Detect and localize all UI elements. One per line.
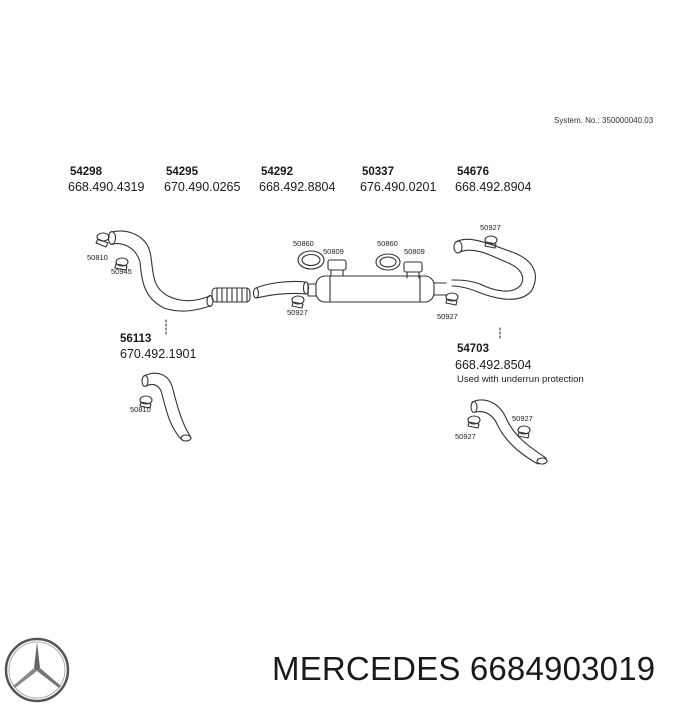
part-number-54298: 668.490.4319 bbox=[68, 180, 145, 194]
strap-50860-b bbox=[375, 253, 401, 271]
part-code-54295: 54295 bbox=[166, 166, 198, 178]
part-number-54292: 668.492.8804 bbox=[259, 180, 336, 194]
callout-50927-d: 50927 bbox=[455, 432, 476, 441]
part-code-54676: 54676 bbox=[457, 166, 489, 178]
callout-50810-top: 50810 bbox=[87, 253, 108, 262]
footer-part-reference: MERCEDES 6684903019 bbox=[272, 650, 655, 688]
brand-name: MERCEDES bbox=[272, 650, 461, 687]
pipe-54292 bbox=[252, 280, 310, 299]
part-code-54298: 54298 bbox=[70, 166, 102, 178]
muffler-50337 bbox=[307, 275, 447, 303]
part-number-56113: 670.492.1901 bbox=[120, 347, 197, 361]
callout-50945: 50945 bbox=[111, 267, 132, 276]
callout-50809-a: 50809 bbox=[323, 247, 344, 256]
clamp-50945 bbox=[114, 257, 129, 271]
clamp-50810-bottom bbox=[139, 395, 153, 409]
callout-50927-b: 50927 bbox=[480, 223, 501, 232]
clamp-50927-a bbox=[291, 295, 305, 309]
part-number-54295: 670.490.0265 bbox=[164, 180, 241, 194]
bracket-50809-a bbox=[327, 259, 347, 277]
clamp-50810-top bbox=[95, 232, 110, 248]
callout-50927-a: 50927 bbox=[287, 308, 308, 317]
part-number-50337: 676.490.0201 bbox=[360, 180, 437, 194]
tail-pipe-54676 bbox=[451, 238, 536, 300]
bracket-50809-b bbox=[403, 261, 423, 279]
strap-50860-a bbox=[297, 250, 325, 270]
pipe-56113 bbox=[141, 372, 192, 442]
clamp-50927-d bbox=[467, 415, 481, 429]
part-code-56113: 56113 bbox=[120, 333, 152, 345]
part-code-50337: 50337 bbox=[362, 166, 394, 178]
callout-50860-b: 50860 bbox=[377, 239, 398, 248]
part-code-54703: 54703 bbox=[457, 343, 489, 355]
part-number-54703: 668.492.8504 bbox=[455, 358, 532, 372]
footer-part-number: 6684903019 bbox=[469, 650, 656, 687]
callout-50860-a: 50860 bbox=[293, 239, 314, 248]
callout-50927-c: 50927 bbox=[437, 312, 458, 321]
pipe-54703 bbox=[470, 399, 548, 465]
part-note-54703: Used with underrun protection bbox=[457, 374, 584, 385]
clamp-50927-e bbox=[517, 425, 531, 439]
mercedes-star-logo-icon bbox=[4, 637, 70, 703]
callout-50809-b: 50809 bbox=[404, 247, 425, 256]
clamp-50927-b bbox=[484, 235, 498, 249]
flex-pipe-54295 bbox=[211, 287, 251, 303]
part-code-54292: 54292 bbox=[261, 166, 293, 178]
clamp-50927-c bbox=[445, 292, 459, 306]
callout-50810-bottom: 50810 bbox=[130, 405, 151, 414]
callout-50927-e: 50927 bbox=[512, 414, 533, 423]
system-number: System. No.: 350000040.03 bbox=[554, 116, 654, 125]
part-number-54676: 668.492.8904 bbox=[455, 180, 532, 194]
